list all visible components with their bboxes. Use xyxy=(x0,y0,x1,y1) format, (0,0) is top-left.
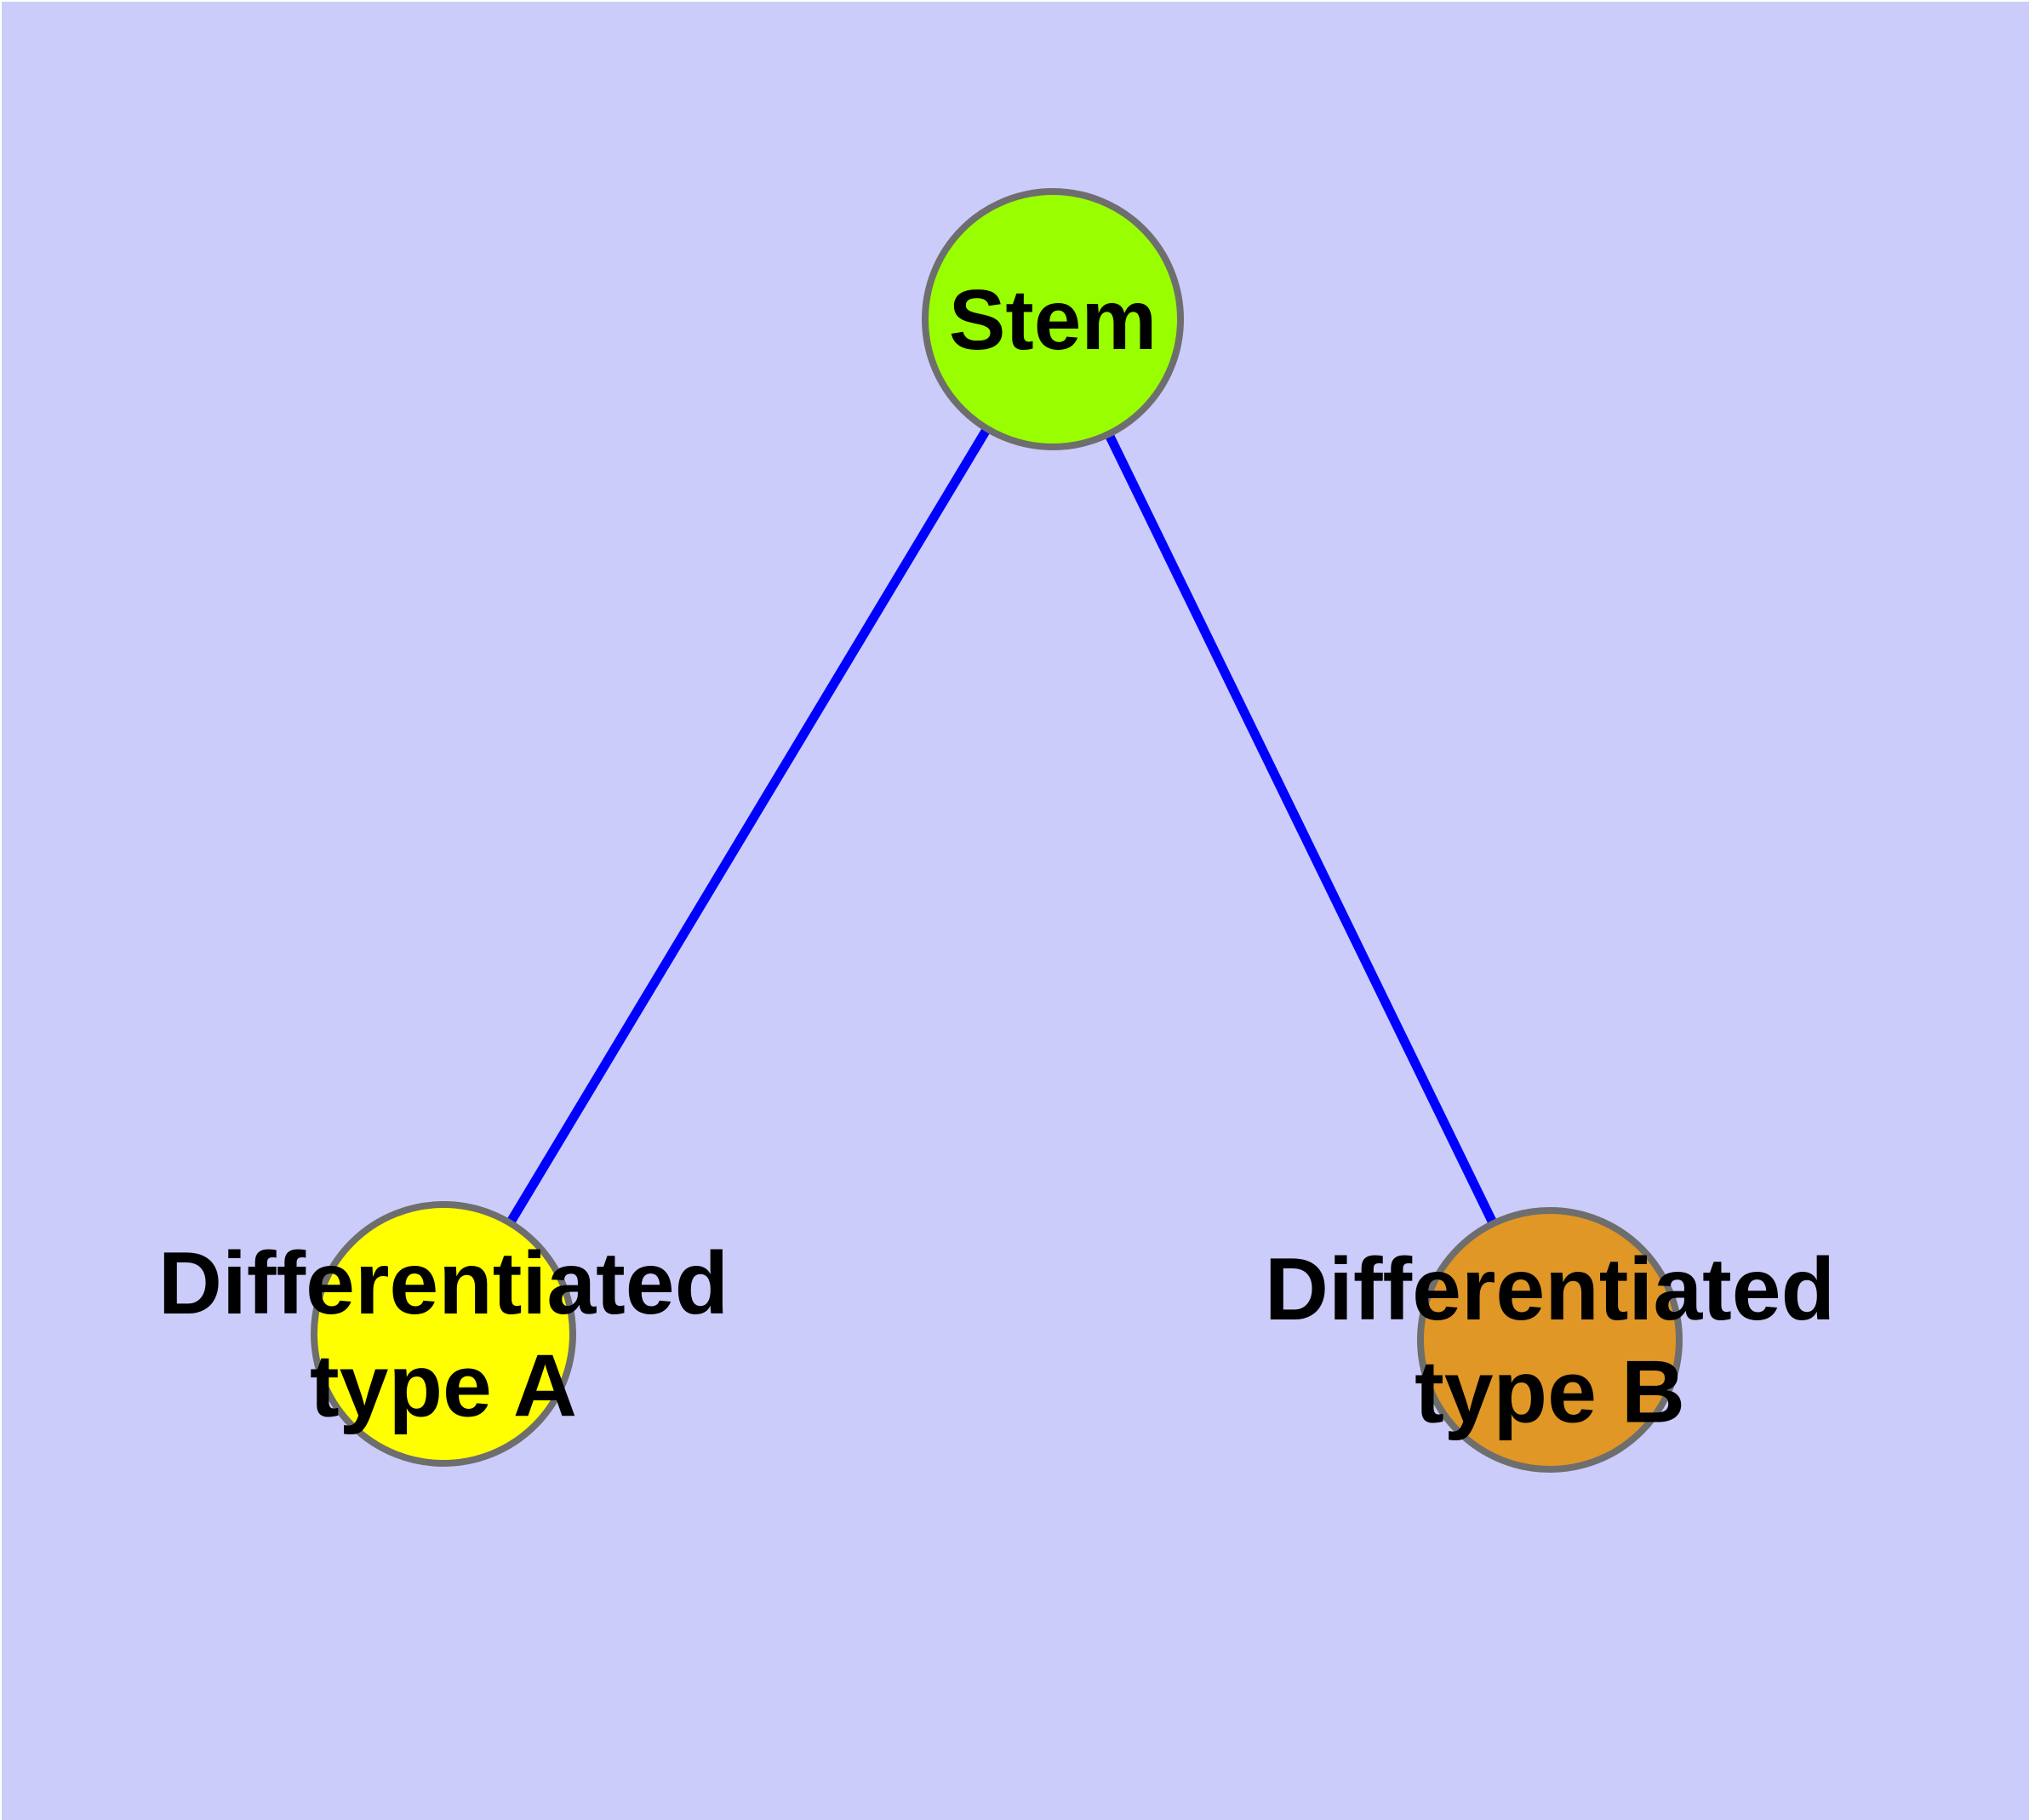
node-stem[interactable] xyxy=(922,188,1184,450)
node-label-line: Differentiated xyxy=(1265,1240,1835,1339)
node-differentiated-type-b[interactable] xyxy=(1417,1207,1683,1473)
edge-stem-to-differentiated-type-a[interactable] xyxy=(504,423,993,1228)
node-label-line: type B xyxy=(1415,1343,1685,1442)
node-label-line: Stem xyxy=(949,272,1157,368)
node-differentiated-type-a[interactable] xyxy=(311,1201,576,1467)
node-label-line: Differentiated xyxy=(158,1234,729,1333)
node-label-stem: Stem xyxy=(949,272,1157,368)
edge-stem-to-differentiated-type-b[interactable] xyxy=(1102,428,1500,1229)
node-label-line: type A xyxy=(310,1337,577,1436)
